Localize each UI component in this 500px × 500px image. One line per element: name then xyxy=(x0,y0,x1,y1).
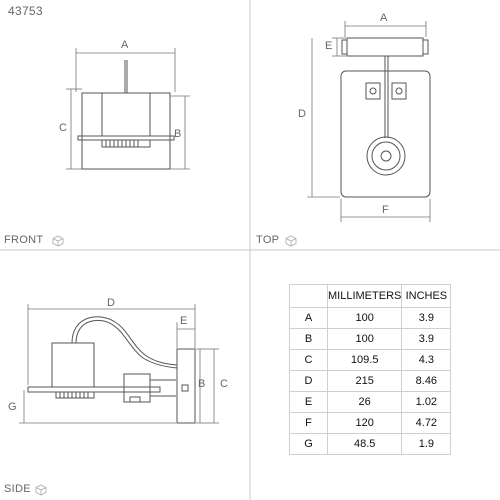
dim-label-e: E xyxy=(325,40,333,52)
dim-label-c: C xyxy=(220,378,229,390)
dim-label-a: A xyxy=(380,12,388,24)
table-cell: F xyxy=(289,412,328,434)
table-cell: 215 xyxy=(326,370,403,392)
table-cell: 3.9 xyxy=(401,307,452,329)
table-cell: 100 xyxy=(326,328,403,350)
dim-label-e: E xyxy=(180,315,188,327)
top-dimensions xyxy=(307,21,431,222)
table-cell: 8.46 xyxy=(401,370,452,392)
table-cell: E xyxy=(289,391,328,413)
table-cell: C xyxy=(289,349,328,371)
dimensions-table: MILLIMETERS INCHES A 100 3.9 B 100 3.9 C… xyxy=(289,284,452,455)
table-cell: 100 xyxy=(326,307,403,329)
header-cell: INCHES xyxy=(401,284,452,308)
table-row: C 109.5 4.3 xyxy=(289,349,452,371)
table-cell: 4.72 xyxy=(401,412,452,434)
table-cell: A xyxy=(289,307,328,329)
dim-label-b: B xyxy=(174,128,182,140)
table-cell: B xyxy=(289,328,328,350)
side-view xyxy=(27,316,196,424)
table-cell: 1.02 xyxy=(401,391,452,413)
table-cell: G xyxy=(289,433,328,455)
table-cell: 109.5 xyxy=(326,349,403,371)
dim-label-g: G xyxy=(8,401,17,413)
header-cell: MILLIMETERS xyxy=(326,284,403,308)
table-row: G 48.5 1.9 xyxy=(289,433,452,455)
view-label-top: TOP xyxy=(256,234,280,246)
cube-icon xyxy=(52,235,64,247)
table-row: D 215 8.46 xyxy=(289,370,452,392)
table-row: B 100 3.9 xyxy=(289,328,452,350)
top-view xyxy=(340,37,431,198)
front-dimensions xyxy=(66,48,190,170)
table-row: F 120 4.72 xyxy=(289,412,452,434)
view-label-side: SIDE xyxy=(4,483,31,495)
dim-label-f: F xyxy=(382,204,390,216)
dim-label-a: A xyxy=(121,39,129,51)
front-view xyxy=(77,60,175,170)
cube-icon xyxy=(35,484,47,496)
header-cell xyxy=(289,284,328,308)
table-cell: 4.3 xyxy=(401,349,452,371)
side-dimensions xyxy=(19,304,219,424)
table-cell: 26 xyxy=(326,391,403,413)
cube-icon xyxy=(285,235,297,247)
table-cell: 48.5 xyxy=(326,433,403,455)
table-row: A 100 3.9 xyxy=(289,307,452,329)
table-row: E 26 1.02 xyxy=(289,391,452,413)
table-cell: 120 xyxy=(326,412,403,434)
dim-label-b: B xyxy=(198,378,206,390)
dim-label-d: D xyxy=(298,108,307,120)
dim-label-c: C xyxy=(59,122,68,134)
table-cell: 3.9 xyxy=(401,328,452,350)
table-cell: D xyxy=(289,370,328,392)
product-code: 43753 xyxy=(8,4,43,18)
view-label-front: FRONT xyxy=(4,234,44,246)
dim-label-d: D xyxy=(107,297,116,309)
table-header-row: MILLIMETERS INCHES xyxy=(289,284,452,308)
table-cell: 1.9 xyxy=(401,433,452,455)
